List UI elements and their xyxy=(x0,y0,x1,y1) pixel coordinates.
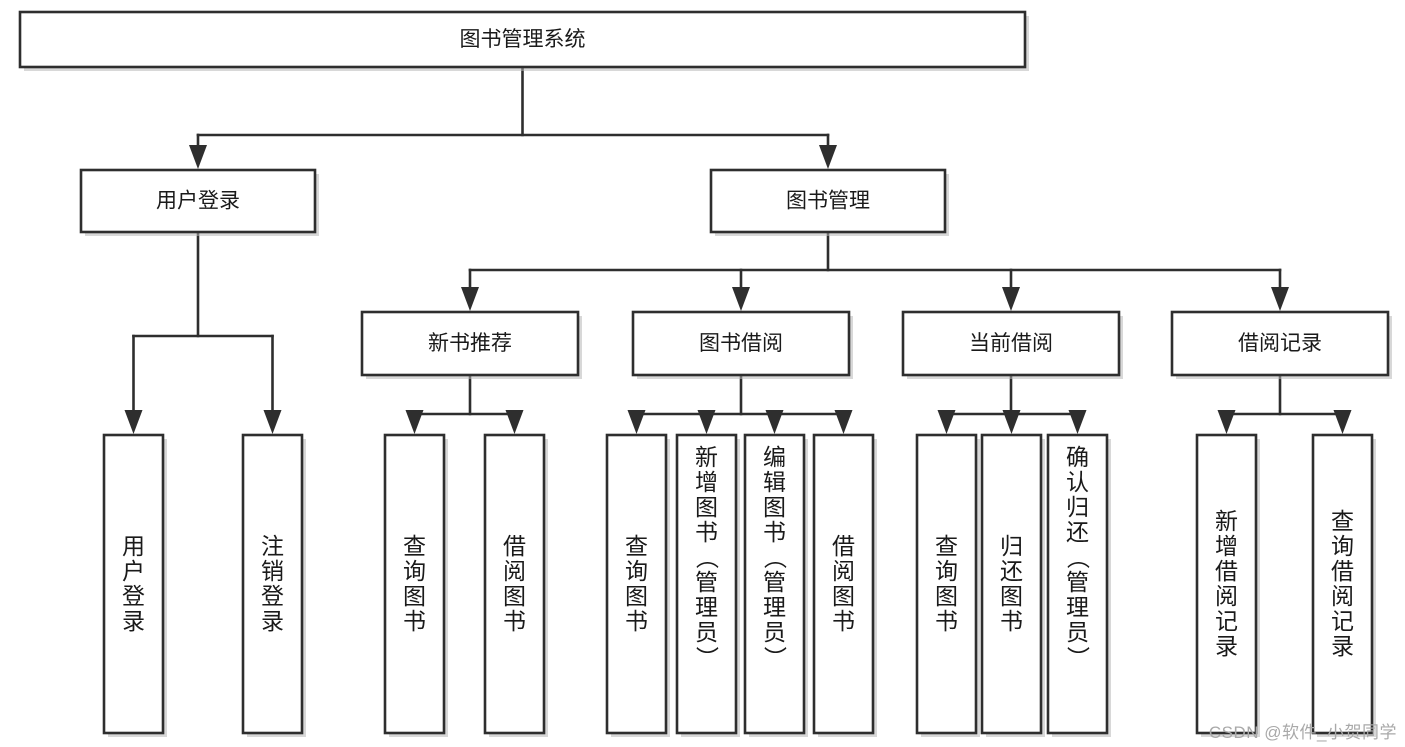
arrow-head-level2-0 xyxy=(189,145,207,169)
arrow-head-leaf-query-borrow-record xyxy=(1333,410,1352,434)
node-box-leaf-borrow-book-1[interactable] xyxy=(483,433,546,735)
node-label-current-borrow: 当前借阅 xyxy=(969,332,1053,355)
arrow-head-leaf-add-book xyxy=(697,410,716,434)
node-box-book-management[interactable] xyxy=(709,168,947,234)
arrow-head-level2-1 xyxy=(819,145,837,169)
node-box-user-login[interactable] xyxy=(79,168,317,234)
node-box-leaf-query-book-1[interactable] xyxy=(383,433,446,735)
node-label-book-borrow: 图书借阅 xyxy=(699,332,783,355)
node-box-leaf-borrow-book-2[interactable] xyxy=(812,433,875,735)
node-box-leaf-query-book-2[interactable] xyxy=(605,433,668,735)
node-box-borrow-record[interactable] xyxy=(1170,310,1390,377)
arrow-head-leaf-return-book xyxy=(1002,410,1021,434)
node-box-leaf-add-borrow-record[interactable] xyxy=(1195,433,1258,735)
node-box-leaf-user-logout[interactable] xyxy=(241,433,304,735)
node-box-root[interactable] xyxy=(18,10,1027,69)
node-label-root: 图书管理系统 xyxy=(460,28,586,51)
node-box-new-book-recommend[interactable] xyxy=(360,310,580,377)
arrow-head-leaf-user-logout xyxy=(263,410,282,434)
arrow-head-leaf-add-borrow-record xyxy=(1217,410,1236,434)
arrow-head-level3-3 xyxy=(1271,287,1289,311)
node-box-leaf-edit-book[interactable] xyxy=(743,433,806,735)
node-box-current-borrow[interactable] xyxy=(901,310,1121,377)
arrow-head-leaf-query-book-3 xyxy=(937,410,956,434)
node-box-leaf-query-borrow-record[interactable] xyxy=(1311,433,1374,735)
node-label-new-book-recommend: 新书推荐 xyxy=(428,332,512,355)
boxes-layer xyxy=(18,10,1392,737)
node-box-leaf-query-book-3[interactable] xyxy=(915,433,978,735)
arrow-head-level3-2 xyxy=(1002,287,1020,311)
node-label-borrow-record: 借阅记录 xyxy=(1238,332,1322,355)
node-box-leaf-confirm-return[interactable] xyxy=(1046,433,1109,735)
arrow-head-leaf-user-login xyxy=(124,410,143,434)
node-box-leaf-add-book[interactable] xyxy=(675,433,738,735)
node-box-book-borrow[interactable] xyxy=(631,310,851,377)
arrow-head-leaf-borrow-book-1 xyxy=(505,410,524,434)
node-box-leaf-user-login[interactable] xyxy=(102,433,165,735)
node-box-leaf-return-book[interactable] xyxy=(980,433,1043,735)
arrow-head-level3-1 xyxy=(732,287,750,311)
node-label-user-login: 用户登录 xyxy=(156,190,240,213)
node-label-book-management: 图书管理 xyxy=(786,190,870,213)
arrow-head-leaf-borrow-book-2 xyxy=(834,410,853,434)
watermark-text: CSDN @软件_小贺同学 xyxy=(1208,723,1397,742)
arrow-head-level3-0 xyxy=(461,287,479,311)
connectors-layer xyxy=(124,65,1352,434)
arrow-head-leaf-confirm-return xyxy=(1068,410,1087,434)
arrow-head-leaf-query-book-2 xyxy=(627,410,646,434)
arrow-head-leaf-query-book-1 xyxy=(405,410,424,434)
arrow-head-leaf-edit-book xyxy=(765,410,784,434)
